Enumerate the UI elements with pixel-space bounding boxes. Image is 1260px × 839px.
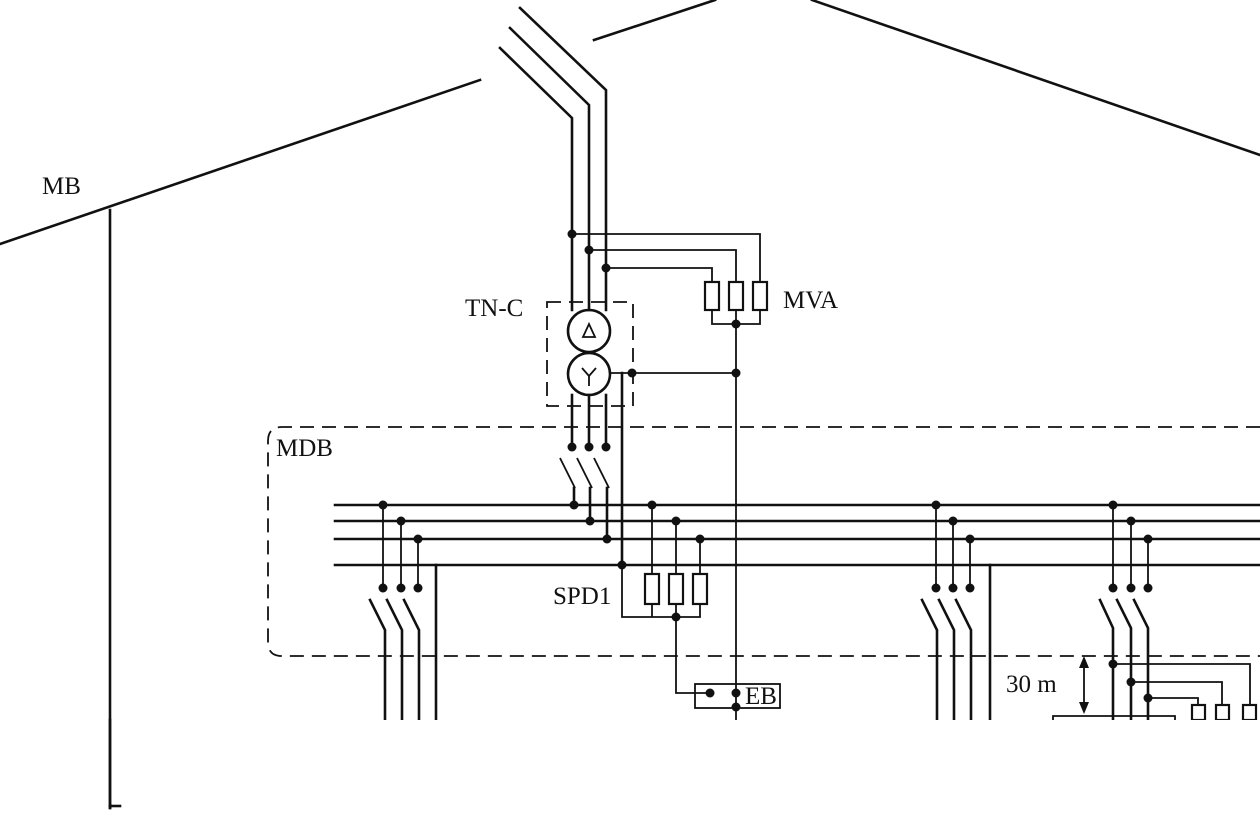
bonding-bar: [694, 683, 781, 712]
main-building-label: MB: [42, 173, 81, 200]
transformer: [546, 301, 736, 567]
surge-device: [621, 500, 715, 698]
arrester-feed: [567, 229, 761, 282]
incoming-cable: [498, 6, 608, 312]
distribution-board: [267, 426, 1260, 657]
arrester-label: MVA: [783, 287, 838, 314]
lower-blank-area: [112, 720, 1260, 839]
distribution-board-label: MDB: [276, 435, 333, 462]
distance-marker: [1079, 656, 1089, 714]
feeder-middle: [920, 500, 992, 722]
arrester: [703, 280, 769, 720]
busbars: [333, 503, 1260, 567]
building-outline: [0, 0, 1260, 810]
feeder-left: [368, 500, 438, 722]
bonding-bar-label: EB: [745, 683, 777, 710]
main-switch: [559, 457, 627, 570]
distance-label: 30 m: [1006, 671, 1057, 698]
surge-device-label: SPD1: [553, 583, 611, 610]
transformer-label: TN-C: [465, 295, 523, 322]
